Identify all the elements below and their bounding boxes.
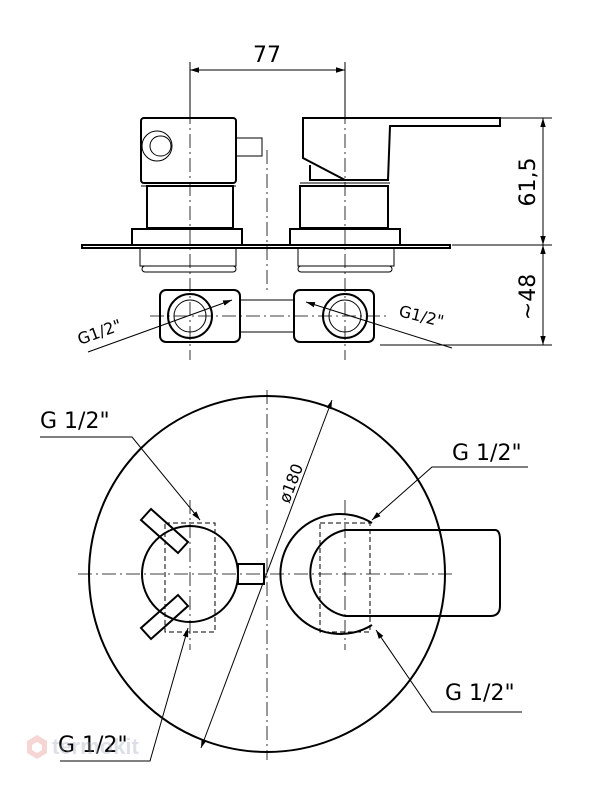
thread-top-left-leader [40, 436, 201, 521]
dim-width-label: 77 [253, 43, 281, 68]
thread-bottom-left-label: G 1/2" [58, 733, 128, 758]
right-lever-neck [309, 165, 388, 181]
cross-handle-lower-arm [139, 593, 190, 641]
left-handle-pin [149, 135, 172, 157]
right-flange-lower [297, 247, 395, 267]
thread-top-left-label: G 1/2" [40, 409, 110, 434]
left-handle-body [140, 117, 237, 184]
left-flange-lower [139, 247, 237, 267]
right-port-inner [328, 299, 362, 333]
right-flange [289, 228, 401, 246]
lever-handle-top [345, 529, 501, 617]
right-lever-handle [302, 117, 501, 181]
right-valve-hidden-outline [319, 522, 371, 633]
lever-handle-body [309, 529, 346, 617]
left-valve-hidden-outline [164, 522, 216, 633]
thread-top-right-leader [371, 466, 528, 521]
cross-handle-upper-arm [139, 507, 190, 555]
left-base-ring [141, 265, 237, 273]
thread-bottom-left-leader [60, 627, 189, 762]
side-view: 77 61,5 ~48 [75, 43, 552, 360]
right-port-outer [322, 293, 368, 339]
left-port-outer [167, 293, 213, 339]
thread-right-label: G1/2" [397, 301, 446, 330]
thread-left-label: G1/2" [75, 315, 124, 348]
watermark-text: termokit [52, 734, 139, 759]
watermark: termokit [26, 734, 139, 760]
left-flange [131, 228, 243, 246]
left-lever-stub [235, 137, 263, 157]
thread-bottom-right-label: G 1/2" [445, 681, 515, 706]
right-valve-sleeve [299, 185, 389, 229]
pipe-bridge [239, 299, 295, 333]
dim-diameter-label: ø180 [275, 461, 307, 505]
dim-height-label: 61,5 [516, 158, 541, 207]
thread-left-leader [87, 299, 233, 353]
lever-ring-outer [279, 513, 373, 635]
dim-diameter-line [200, 399, 333, 749]
thread-top-right-label: G 1/2" [452, 441, 522, 466]
left-port-inner [173, 299, 207, 333]
left-handle-knob [141, 130, 173, 162]
dim-depth-label: ~48 [516, 274, 541, 320]
cross-handle-stem [237, 563, 265, 585]
thread-bottom-right-leader [375, 629, 522, 713]
thread-right-leader [305, 301, 453, 349]
right-base-ring [297, 265, 393, 273]
front-view: ø180 G 1/2" G 1/2" G 1/2" G 1/2" [40, 390, 528, 762]
brand-logo-icon [27, 735, 47, 759]
